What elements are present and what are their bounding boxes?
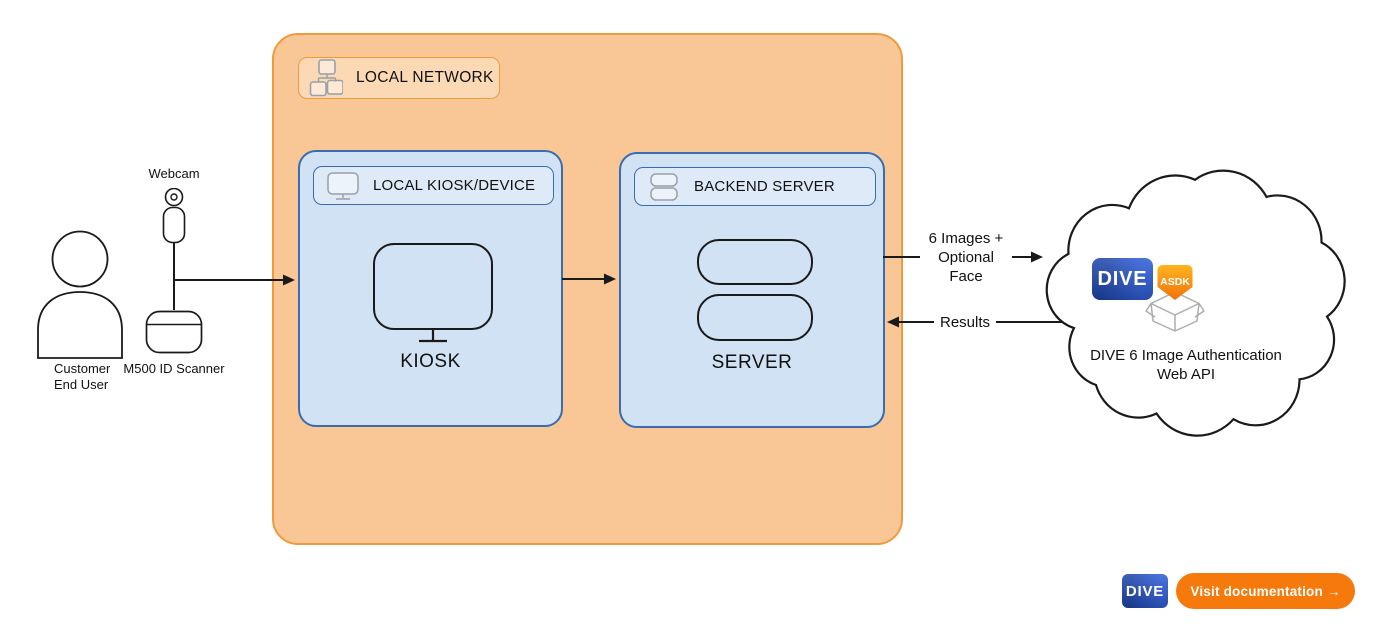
server-header: BACKEND SERVER	[634, 167, 876, 206]
flow-label-from-cloud: Results	[934, 313, 996, 332]
server-box: BACKEND SERVER SERVER	[619, 152, 885, 428]
webcam-icon	[162, 188, 186, 244]
id-scanner-icon	[145, 310, 203, 354]
asdk-badge-text: ASDK	[1160, 276, 1190, 288]
scanner-label: M500 ID Scanner	[123, 361, 225, 376]
server-icon	[650, 172, 678, 201]
server-header-label: BACKEND SERVER	[694, 178, 835, 195]
kiosk-header: LOCAL KIOSK/DEVICE	[313, 166, 554, 205]
dive-logo-cloud: DIVE	[1092, 258, 1153, 300]
cloud-caption: DIVE 6 Image Authentication Web API	[1090, 347, 1282, 383]
kiosk-monitor-icon	[373, 243, 493, 343]
network-icon	[309, 59, 343, 97]
asdk-box-icon: ASDK	[1145, 265, 1205, 332]
kiosk-box: LOCAL KIOSK/DEVICE KIOSK	[298, 150, 563, 427]
server-stack-icon	[697, 239, 813, 341]
local-network-tag: LOCAL NETWORK	[298, 57, 500, 99]
server-caption: SERVER	[711, 352, 793, 373]
monitor-icon	[327, 171, 359, 200]
local-network-box: LOCAL NETWORK LOCAL KIOSK/DEVICE KIOSK	[272, 33, 903, 545]
dive-logo-footer: DIVE	[1122, 574, 1168, 608]
visit-documentation-button[interactable]: Visit documentation →	[1176, 573, 1355, 609]
local-network-title: LOCAL NETWORK	[356, 69, 494, 86]
kiosk-caption: KIOSK	[400, 351, 461, 372]
cloud-shape	[1030, 157, 1360, 442]
flow-label-to-cloud: 6 Images + Optional Face	[920, 229, 1012, 286]
kiosk-header-label: LOCAL KIOSK/DEVICE	[373, 177, 536, 194]
customer-label: Customer End User	[54, 361, 111, 392]
webcam-label: Webcam	[148, 166, 200, 181]
person-icon	[37, 230, 123, 359]
